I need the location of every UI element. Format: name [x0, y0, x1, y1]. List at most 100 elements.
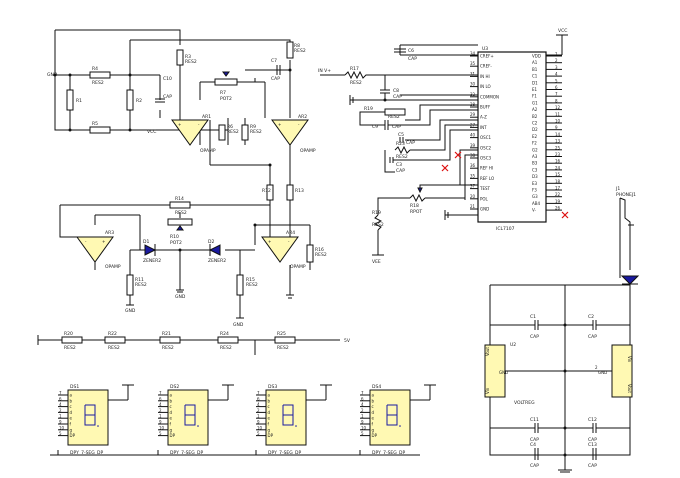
reg-u1-out: Vin — [485, 387, 490, 394]
seven-seg-pin-name: g — [170, 427, 173, 432]
resistor-r19-ref: R19 — [364, 106, 373, 112]
resistor-r23-val: RES2 — [396, 154, 408, 160]
resistor-r14-ref: R14 — [175, 196, 184, 202]
seven-seg-pin-name: DP — [170, 433, 176, 438]
adc-left-pin-name: OSC2 — [480, 145, 491, 150]
phone-jack-j1-ref: J1 — [615, 186, 620, 192]
seven-seg-pin-num: 6 — [361, 396, 364, 401]
capacitor-c1-ref: C1 — [530, 314, 536, 320]
resistor-r16-val: RES2 — [315, 252, 327, 258]
reg-u2-out: Vout — [627, 384, 632, 393]
capacitor-c3-ref: C3 — [396, 162, 402, 168]
seven-seg-pin-num: 1 — [361, 414, 364, 419]
resistor-r22-val: RES2 — [108, 345, 120, 351]
potentiometer-r10-val: POT2 — [170, 240, 182, 246]
seven-seg-pin-name: d — [372, 410, 375, 415]
resistor-r6-ref: R6 — [227, 124, 233, 130]
svg-text:-: - — [288, 239, 290, 244]
opamp-ar2-part: OPAMP — [300, 148, 316, 154]
opamp-ar3: - + AR3 OPAMP — [76, 230, 121, 270]
zener-reference-section: R14 RES2 R10 POT2 D1 ZENER2 D2 ZENER2 - … — [59, 196, 327, 328]
capacitor-c2-val: CAP — [588, 334, 597, 340]
adc-right-pin-num: 17 — [555, 186, 561, 191]
seven-seg-pin-num: 2 — [159, 408, 162, 413]
potentiometer-r7: R7 POT2 — [214, 71, 238, 102]
seven-seg-pin-name: e — [268, 416, 271, 421]
resistor-r20-ref: R20 — [64, 331, 73, 337]
seven-seg-pin-num: 1 — [257, 414, 260, 419]
capacitor-c2-ref: C2 — [588, 314, 594, 320]
potentiometer-r7-ref: R7 — [220, 90, 226, 96]
seven-seg-body — [67, 389, 109, 446]
capacitor-c8-val: CAP — [393, 94, 402, 100]
seven-seg-pin-num: 7 — [257, 391, 260, 396]
seven-seg-part: DPY_7-SEG_DP — [372, 450, 405, 456]
resistor-r8-ref: R8 — [294, 43, 300, 49]
input-label: IN V+ — [318, 68, 331, 74]
adc-right-pin-num: 1 — [555, 52, 558, 57]
svg-text:-: - — [85, 239, 87, 244]
seven-seg-pin-name: b — [170, 398, 173, 403]
capacitor-c4-ref: C4 — [530, 442, 536, 448]
zener-d2-ref: D2 — [208, 239, 214, 245]
svg-text:+: + — [178, 122, 181, 127]
adc-right-pin-name: G2 — [532, 147, 538, 152]
phone-jack-j1: J1 PHONEJ1 — [615, 186, 636, 232]
capacitor-c7: C7 CAP — [271, 58, 281, 82]
adc-right-pin-name: A2 — [532, 107, 538, 112]
seven-seg-pin-num: 9 — [59, 420, 62, 425]
adc-left-pin-num: 21 — [470, 204, 476, 209]
seven-seg-pin-name: d — [268, 410, 271, 415]
resistor-r24: R24 RES2 — [217, 331, 239, 351]
resistor-r2-ref: R2 — [136, 98, 142, 104]
seven-seg-pin-name: b — [70, 398, 73, 403]
resistor-r19-val: RES2 — [388, 114, 400, 120]
seven-seg-pin-name: g — [70, 427, 73, 432]
potentiometer-r10-ref: R10 — [170, 234, 179, 240]
resistor-r22-ref: R22 — [108, 331, 117, 337]
seven-seg-pin-num: 6 — [159, 396, 162, 401]
adc-right-pin-num: 9 — [555, 125, 558, 130]
zener-d2-val: ZENER2 — [208, 258, 226, 264]
adc-right-pin-name: F2 — [532, 141, 537, 146]
icl7107-part: ICL7107 — [496, 226, 515, 232]
adc-right-pin-num: 8 — [555, 98, 558, 103]
seven-seg-body — [265, 389, 307, 446]
resistor-r5: R5 — [89, 121, 111, 134]
adc-right-pin-num: 7 — [555, 92, 558, 97]
opamp-ar3-ref: AR3 — [105, 230, 114, 236]
resistor-r1: R1 — [66, 89, 82, 111]
resistor-r3-ref: R3 — [185, 54, 191, 60]
seven-seg-pin-num: 1 — [59, 414, 62, 419]
display-group: DS1DPY_7-SEG_DPa7b6c4d2e1f9g10DP5DS2DPY_… — [57, 384, 436, 456]
resistor-r25: R25 RES2 — [274, 331, 296, 351]
resistor-r24-ref: R24 — [220, 331, 229, 337]
resistor-r12: R12 — [262, 184, 274, 201]
adc-right-pin: V-26 — [532, 206, 562, 213]
seven-seg-glyph-bottom — [386, 415, 398, 426]
reg-u1-in: Vout — [485, 347, 490, 356]
potentiometer-r18-ref: R18 — [410, 203, 419, 209]
ground-symbol-1: GND — [175, 289, 186, 300]
seven-seg-pin-num: 1 — [159, 414, 162, 419]
resistor-r4-val: RES2 — [92, 80, 104, 86]
opamp-ar1-ref: AR1 — [202, 114, 211, 120]
capacitor-c5: C5 CAP — [398, 132, 415, 146]
resistor-r15-ref: R15 — [246, 277, 255, 283]
adc-right-pin-name: E3 — [532, 181, 538, 186]
adc-right-pin-name: G3 — [532, 194, 538, 199]
seven-seg-dp — [97, 425, 99, 427]
